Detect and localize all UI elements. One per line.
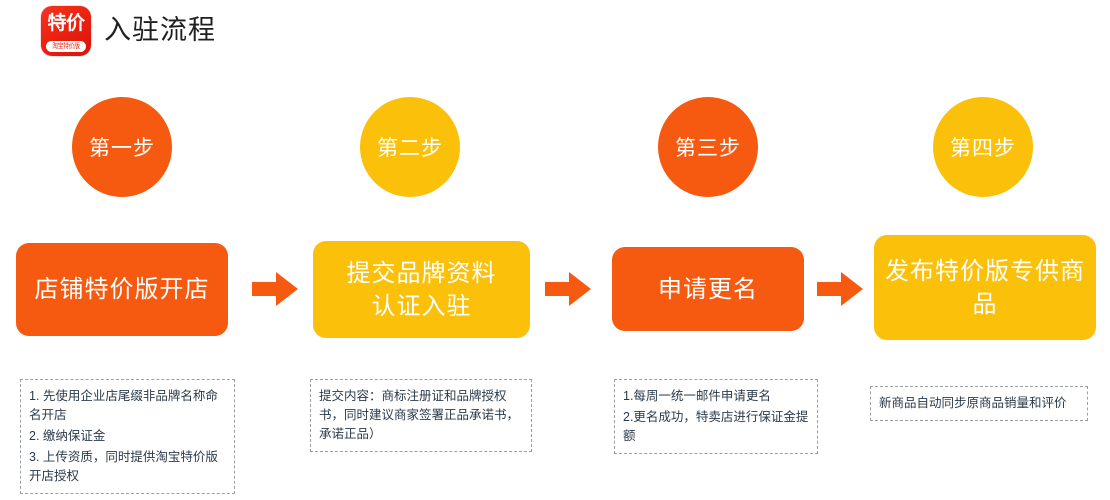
arrow-shaft (817, 282, 843, 296)
logo-sub-badge: 淘宝特价版 (46, 41, 86, 52)
note-line: 1. 先使用企业店尾缀非品牌名称命名开店 (29, 389, 218, 422)
step-circle-2: 第二步 (360, 97, 460, 197)
step-note-3: 1.每周一统一邮件申请更名 2.更名成功，特卖店进行保证金提额 (614, 379, 818, 454)
step-note-2: 提交内容：商标注册证和品牌授权书，同时建议商家签署正品承诺书，承诺正品） (310, 379, 532, 452)
arrow-head (276, 272, 298, 306)
arrow-shaft (545, 282, 571, 296)
note-line: 2. 缴纳保证金 (29, 429, 106, 443)
arrow-shaft (252, 282, 278, 296)
step-note-1: 1. 先使用企业店尾缀非品牌名称命名开店 2. 缴纳保证金 3. 上传资质，同时… (20, 379, 235, 494)
arrow-head (569, 272, 591, 306)
step-circle-3-label: 第三步 (675, 137, 741, 160)
logo-main-text: 特价 (47, 13, 85, 34)
page-title: 入驻流程 (104, 15, 216, 45)
step-circle-1-label: 第一步 (89, 137, 155, 160)
step-circle-4: 第四步 (933, 97, 1033, 197)
step-box-3: 申请更名 (612, 247, 804, 331)
step-box-2: 提交品牌资料 认证入驻 (313, 241, 530, 338)
arrow-head (841, 272, 863, 306)
logo-sub-text: 淘宝特价版 (52, 43, 80, 50)
step-circle-1: 第一步 (72, 97, 172, 197)
arrow-right-icon-1 (252, 272, 298, 306)
step-box-4: 发布特价版专供商品 (874, 235, 1096, 340)
arrow-right-icon-2 (545, 272, 591, 306)
note-line: 新商品自动同步原商品销量和评价 (879, 396, 1067, 410)
note-line: 3. 上传资质，同时提供淘宝特价版开店授权 (29, 450, 218, 483)
taobao-tejia-logo: 特价 淘宝特价版 (41, 6, 91, 56)
step-note-4: 新商品自动同步原商品销量和评价 (870, 386, 1088, 421)
arrow-right-icon-3 (817, 272, 863, 306)
step-circle-4-label: 第四步 (950, 137, 1016, 160)
note-line: 1.每周一统一邮件申请更名 (623, 389, 771, 403)
page-header: 特价 淘宝特价版 入驻流程 (0, 0, 1110, 62)
step-circle-3: 第三步 (658, 97, 758, 197)
step-box-1: 店铺特价版开店 (16, 243, 228, 336)
note-line: 2.更名成功，特卖店进行保证金提额 (623, 410, 809, 443)
step-circle-2-label: 第二步 (377, 137, 443, 160)
note-line: 提交内容：商标注册证和品牌授权书，同时建议商家签署正品承诺书，承诺正品） (319, 389, 520, 441)
